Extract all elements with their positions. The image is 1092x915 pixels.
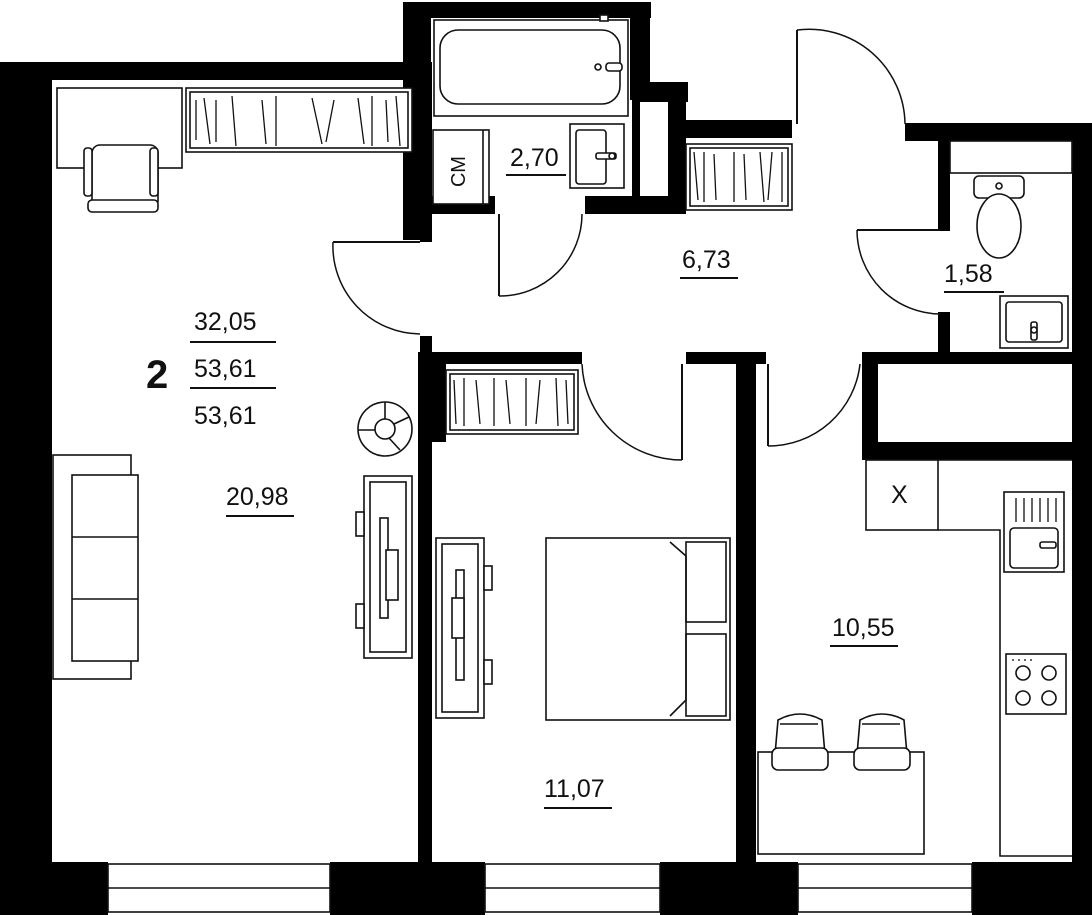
dining-chair-right xyxy=(853,713,911,771)
washbasin-bath xyxy=(569,123,625,189)
kitchen-area: 10,55 xyxy=(832,614,895,642)
rooms-count: 2 xyxy=(146,353,168,397)
hallway-area: 6,73 xyxy=(682,246,731,274)
living-room-area: 20,98 xyxy=(226,483,289,511)
apartment-summary: 2 32,05 53,61 53,61 xyxy=(146,308,276,430)
total-area-with-balcony: 53,61 xyxy=(194,402,257,430)
vent-mark: X xyxy=(891,481,908,509)
vent-box xyxy=(865,459,939,531)
wardrobe-living xyxy=(185,87,413,153)
tv-stand xyxy=(355,475,413,659)
bedroom-area: 11,07 xyxy=(544,775,605,803)
wardrobe-hall xyxy=(685,143,793,211)
living-room-furniture xyxy=(52,87,413,680)
bathroom-fixtures xyxy=(432,14,629,205)
stove xyxy=(1005,653,1067,715)
living-area: 32,05 xyxy=(194,308,257,336)
bathroom-area: 2,70 xyxy=(510,144,559,172)
wc xyxy=(973,175,1025,259)
toilet-fixtures xyxy=(949,140,1073,349)
wardrobe-bedroom xyxy=(445,369,579,435)
bathtub xyxy=(433,14,629,117)
room-areas: 20,98 2,70 СМ 6,73 1,58 11,07 10,55 X xyxy=(226,144,1004,809)
washing-machine xyxy=(432,129,490,205)
kitchen-furniture xyxy=(757,459,1072,857)
washer-label: СМ xyxy=(448,156,470,187)
washbasin-toilet xyxy=(999,295,1069,349)
kitchen-counter xyxy=(938,459,1072,857)
windows xyxy=(107,863,973,913)
office-chair xyxy=(83,144,159,213)
bedroom-furniture xyxy=(435,369,731,721)
sofa xyxy=(52,454,139,680)
hallway-furniture xyxy=(685,143,793,211)
total-area: 53,61 xyxy=(194,355,257,383)
kitchen-sink xyxy=(1003,491,1065,573)
doors xyxy=(332,28,941,461)
desk-bedroom xyxy=(435,537,493,719)
dining-chair-left xyxy=(771,713,829,771)
bed xyxy=(545,537,731,721)
floor-lamp xyxy=(357,401,413,457)
toilet-area: 1,58 xyxy=(944,260,993,288)
